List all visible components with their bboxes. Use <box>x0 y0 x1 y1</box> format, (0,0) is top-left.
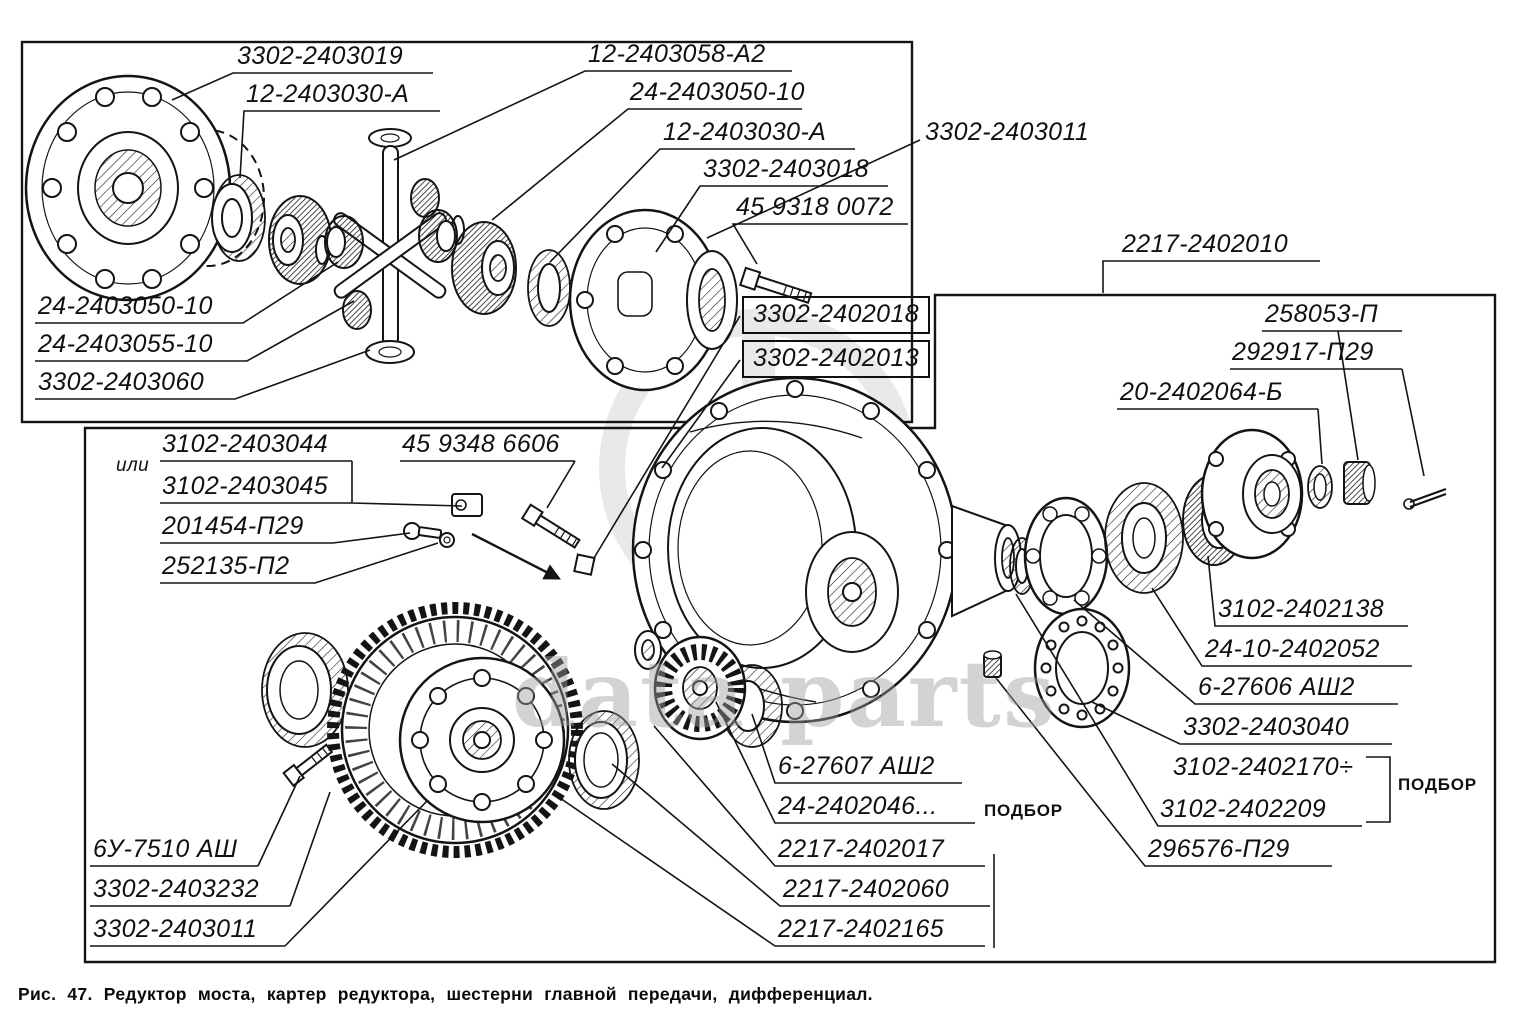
ball-bearing-drawing <box>1023 496 1109 616</box>
spider-cross-drawing <box>315 128 465 364</box>
part-number-label-boxed: 3302-2402013 <box>742 340 931 378</box>
part-number-label: 24-2403050-10 <box>630 78 805 106</box>
part-number-label: 201454-П29 <box>162 512 304 540</box>
part-number-label: 3302-2403040 <box>1183 713 1350 741</box>
part-number-label: 3302-2403011 <box>93 915 258 943</box>
part-number-label: 24-2403055-10 <box>38 330 213 358</box>
reducer-exploded-drawing <box>261 376 1447 858</box>
part-number-label: 2217-2402017 <box>778 835 945 863</box>
small-bolt-drawing <box>403 522 443 540</box>
part-number-label: 6У-7510 АШ <box>93 835 238 863</box>
part-number-label: 3302-2403019 <box>237 42 404 70</box>
side-gear-right-drawing <box>451 221 517 315</box>
drive-flange-right-drawing <box>1200 428 1304 560</box>
flange-washer-drawing <box>1307 465 1333 509</box>
part-number-label: 3302-2403018 <box>703 155 870 183</box>
or-note-label: или <box>116 455 150 476</box>
leader-lines <box>35 70 1425 948</box>
part-number-label: 24-2402046... <box>778 792 938 820</box>
part-number-label: 3102-2402170÷ <box>1173 753 1354 781</box>
differential-exploded-drawing <box>24 74 813 392</box>
diff-bearing-drawing <box>261 632 349 748</box>
part-number-label: 3302-2403232 <box>93 875 260 903</box>
part-number-label: 12-2403058-А2 <box>588 40 766 68</box>
cotter-pin-drawing <box>1403 487 1447 510</box>
drive-pinion-drawing <box>653 635 747 741</box>
part-number-label: 258053-П <box>1265 300 1379 328</box>
part-number-label: 6-27607 АШ2 <box>778 752 935 780</box>
differential-panel-frame <box>20 40 914 424</box>
part-number-label: 3102-2403044 <box>162 430 329 458</box>
oil-slinger-drawing <box>634 630 662 670</box>
side-gear-left-drawing <box>268 195 332 285</box>
part-number-label: 3302-2403060 <box>38 368 205 396</box>
stamped-ring-drawing <box>1033 607 1131 729</box>
lock-plate-drawing <box>451 493 483 517</box>
part-number-label: 292917-П29 <box>1232 338 1374 366</box>
part-number-label: 2217-2402060 <box>783 875 950 903</box>
watermark-text: data parts <box>512 640 1057 748</box>
part-number-label: 12-2403030-А <box>663 118 827 146</box>
selection-note-label: ПОДБОР <box>984 801 1063 820</box>
spacer-ring-drawing <box>527 249 571 327</box>
part-number-label: 6-27606 АШ2 <box>1198 673 1355 701</box>
part-number-label: 45 9318 0072 <box>736 193 894 221</box>
selection-note-label: ПОДБОР <box>1398 775 1477 794</box>
part-number-label: 3102-2403045 <box>162 472 329 500</box>
diff-case-assembled-drawing <box>398 656 566 824</box>
figure-caption: Рис. 47. Редуктор моста, картер редуктор… <box>18 984 873 1004</box>
part-number-label: 2217-2402165 <box>778 915 945 943</box>
castle-nut-drawing <box>1343 461 1376 505</box>
diff-case-half-drawing <box>568 208 738 392</box>
part-number-label: 45 9348 6606 <box>402 430 560 458</box>
small-washer-drawing <box>439 532 455 548</box>
part-number-label: 252135-П2 <box>162 552 290 580</box>
part-number-label: 3302-2403011 <box>925 118 1090 146</box>
part-number-label: 24-2403050-10 <box>38 292 213 320</box>
part-number-label: 3102-2402138 <box>1218 595 1385 623</box>
part-number-label-boxed: 3302-2402018 <box>742 296 931 334</box>
part-number-label: 296576-П29 <box>1148 835 1290 863</box>
thrust-washer-drawing <box>211 174 266 262</box>
part-number-label: 20-2402064-Б <box>1120 378 1283 406</box>
pinion-bearing-race-drawing <box>568 710 640 810</box>
plug-drawing <box>983 650 1002 678</box>
bearing-bolt-drawing <box>282 743 334 788</box>
housing-bolt-drawing <box>520 503 581 549</box>
main-panel-frame <box>83 293 1497 964</box>
part-number-label: 3102-2402209 <box>1160 795 1327 823</box>
part-number-label: 12-2403030-А <box>246 80 410 108</box>
drive-flange-drawing <box>24 74 232 302</box>
part-number-label: 2217-2402010 <box>1122 230 1289 258</box>
part-number-label: 24-10-2402052 <box>1205 635 1380 663</box>
taper-bearing-drawing <box>1104 482 1184 594</box>
